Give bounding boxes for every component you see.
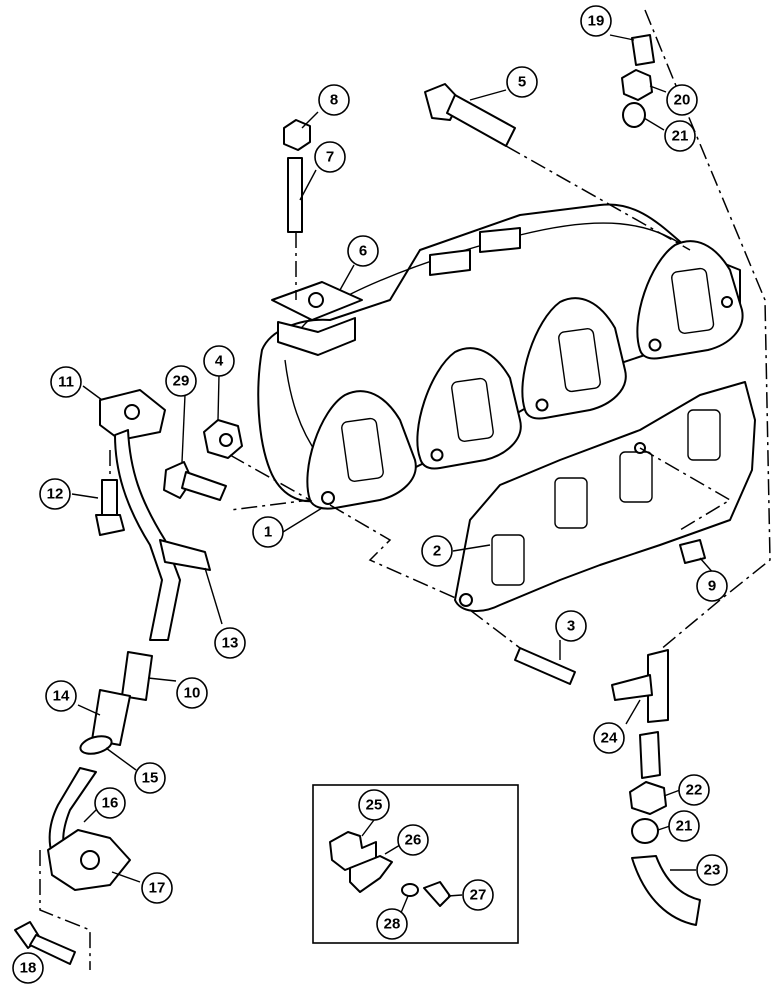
callout-12: 12 — [39, 478, 71, 510]
callout-14: 14 — [45, 680, 77, 712]
stud-long — [287, 157, 303, 233]
svg-text:22: 22 — [686, 782, 703, 799]
callout-2: 2 — [421, 535, 453, 567]
nut-22 — [629, 781, 667, 815]
nut-top — [283, 119, 311, 151]
callout-27: 27 — [462, 879, 494, 911]
bolt-29 — [163, 461, 227, 501]
svg-text:24: 24 — [601, 730, 618, 747]
svg-text:2: 2 — [433, 543, 441, 560]
callout-21-bottom: 21 — [668, 810, 700, 842]
callout-7: 7 — [314, 141, 346, 173]
elbow-23 — [631, 855, 701, 926]
svg-text:12: 12 — [47, 486, 64, 503]
svg-text:21: 21 — [672, 128, 689, 145]
svg-text:13: 13 — [222, 635, 239, 652]
nut-20 — [621, 69, 653, 101]
callout-9: 9 — [696, 570, 728, 602]
svg-text:10: 10 — [184, 685, 201, 702]
callout-25: 25 — [358, 789, 390, 821]
callout-29: 29 — [165, 365, 197, 397]
callout-15: 15 — [134, 762, 166, 794]
svg-text:3: 3 — [567, 618, 575, 635]
svg-text:15: 15 — [142, 770, 159, 787]
callout-21-top: 21 — [664, 120, 696, 152]
svg-text:20: 20 — [674, 92, 691, 109]
svg-text:6: 6 — [359, 243, 367, 260]
callout-5: 5 — [506, 66, 538, 98]
hose-clamp — [79, 735, 113, 755]
callout-4: 4 — [203, 345, 235, 377]
callout-23: 23 — [696, 854, 728, 886]
callout-16: 16 — [94, 787, 126, 819]
olive-21 — [622, 102, 646, 128]
nut — [203, 419, 243, 459]
svg-text:16: 16 — [102, 795, 119, 812]
svg-text:9: 9 — [708, 578, 716, 595]
callout-8: 8 — [318, 84, 350, 116]
svg-text:19: 19 — [588, 13, 605, 30]
oil-feed-pipe — [99, 389, 211, 641]
svg-text:27: 27 — [470, 887, 487, 904]
svg-text:23: 23 — [704, 862, 721, 879]
bolt — [424, 83, 516, 147]
svg-text:26: 26 — [405, 832, 422, 849]
heat-shield-plate — [271, 281, 363, 356]
callout-1: 1 — [252, 516, 284, 548]
svg-text:21: 21 — [676, 818, 693, 835]
callout-22: 22 — [678, 774, 710, 806]
svg-text:8: 8 — [330, 92, 338, 109]
callout-17: 17 — [141, 872, 173, 904]
svg-text:28: 28 — [384, 916, 401, 933]
olive-21b — [631, 818, 659, 844]
callout-20: 20 — [666, 84, 698, 116]
hose-sleeve — [91, 689, 131, 746]
leader-lines — [71, 34, 716, 921]
svg-text:5: 5 — [518, 74, 526, 91]
bolt-flange — [14, 921, 76, 965]
callout-10: 10 — [176, 677, 208, 709]
svg-text:14: 14 — [53, 688, 70, 705]
stud — [514, 647, 576, 685]
callout-24: 24 — [593, 722, 625, 754]
svg-text:29: 29 — [173, 373, 190, 390]
callout-18: 18 — [12, 952, 44, 984]
inset-box — [312, 784, 519, 944]
exhaust-manifold — [257, 203, 744, 510]
svg-text:18: 18 — [20, 960, 37, 977]
callout-26: 26 — [397, 824, 429, 856]
pipe-24 — [611, 649, 669, 779]
callout-28: 28 — [376, 908, 408, 940]
pipe-flange — [47, 829, 131, 891]
svg-text:11: 11 — [58, 374, 74, 391]
callout-19: 19 — [580, 5, 612, 37]
manifold-gasket — [454, 381, 756, 612]
svg-text:1: 1 — [264, 524, 272, 541]
sleeve — [679, 539, 706, 564]
sleeve-19 — [631, 34, 655, 66]
callout-13: 13 — [214, 627, 246, 659]
bolt-banjo — [95, 479, 125, 536]
callout-3: 3 — [555, 610, 587, 642]
svg-text:25: 25 — [366, 797, 383, 814]
callout-11: 11 — [50, 366, 82, 398]
callout-6: 6 — [347, 235, 379, 267]
svg-text:4: 4 — [215, 353, 224, 370]
svg-text:17: 17 — [149, 880, 166, 897]
svg-text:7: 7 — [326, 149, 334, 166]
oil-hose — [121, 651, 153, 701]
